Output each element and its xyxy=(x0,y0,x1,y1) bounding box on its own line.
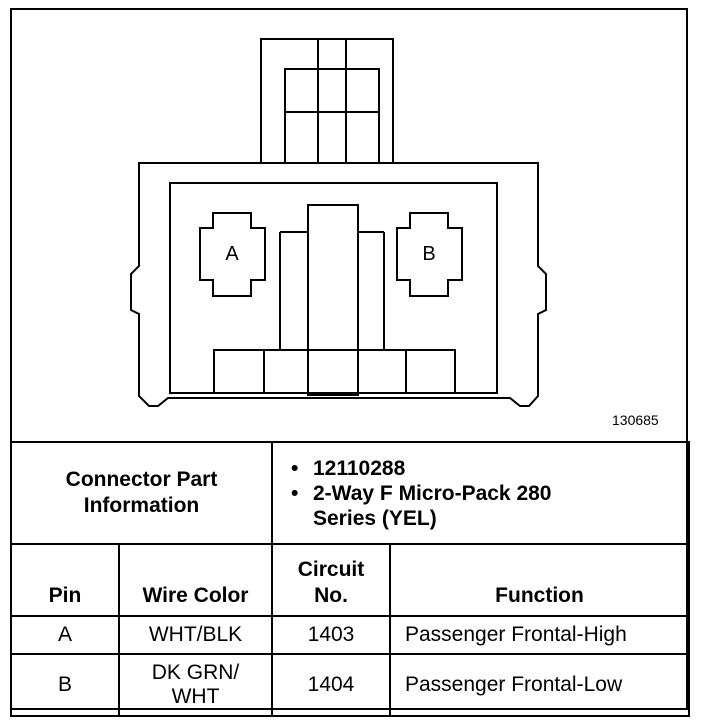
drawing-number: 130685 xyxy=(612,412,659,428)
connector-info-list: 12110288 2-Way F Micro-Pack 280 Series (… xyxy=(271,441,690,545)
cell-pin: A xyxy=(10,615,120,655)
connector-latch xyxy=(260,38,394,164)
connector-type: 2-Way F Micro-Pack 280 Series (YEL) xyxy=(291,481,573,531)
terminal-cavity-a xyxy=(199,212,266,297)
cell-circuit: 1404 xyxy=(271,653,391,717)
table-row: A WHT/BLK 1403 Passenger Frontal-High xyxy=(10,615,690,655)
connector-face-diagram: A B xyxy=(130,38,547,407)
header-pin: Pin xyxy=(10,543,120,617)
header-circuit: Circuit No. xyxy=(271,543,391,617)
table-row: B DK GRN/ WHT 1404 Passenger Frontal-Low xyxy=(10,653,690,717)
cell-wire-color: WHT/BLK xyxy=(118,615,273,655)
terminal-cavity-b xyxy=(396,212,463,297)
cell-pin: B xyxy=(10,653,120,717)
cell-circuit: 1403 xyxy=(271,615,391,655)
cell-function: Passenger Frontal-Low xyxy=(389,653,690,717)
pin-label-a: A xyxy=(225,243,239,265)
connector-info-label: Connector Part Information xyxy=(10,441,273,545)
bottom-blocks xyxy=(213,349,456,394)
part-number: 12110288 xyxy=(291,456,688,481)
header-wire-color: Wire Color xyxy=(118,543,273,617)
cell-function: Passenger Frontal-High xyxy=(389,615,690,655)
pinout-table: Connector Part Information 12110288 2-Wa… xyxy=(10,441,690,717)
pin-label-b: B xyxy=(422,243,435,265)
header-function: Function xyxy=(389,543,690,617)
cell-wire-color: DK GRN/ WHT xyxy=(118,653,273,717)
